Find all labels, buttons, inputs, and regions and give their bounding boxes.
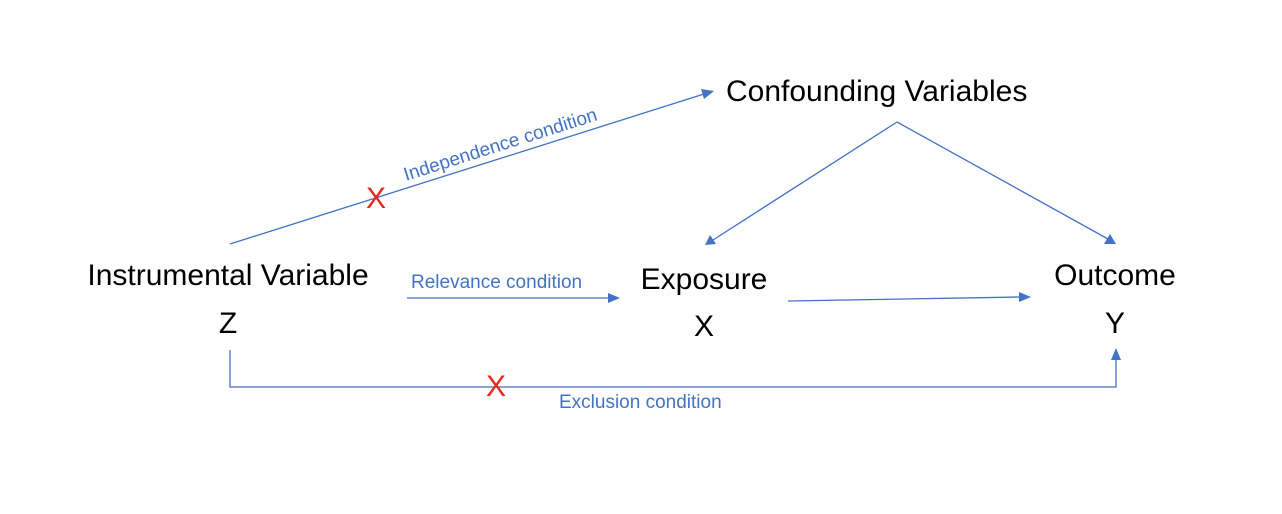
exposure-symbol: X bbox=[694, 310, 714, 343]
exclusion-violation-mark: X bbox=[486, 370, 506, 403]
independence-condition-label: Independence condition bbox=[401, 105, 600, 186]
instrument-symbol: Z bbox=[219, 307, 237, 340]
outcome-label: Outcome bbox=[1054, 259, 1176, 292]
confounders-label: Confounding Variables bbox=[726, 75, 1027, 108]
exclusion-condition-label: Exclusion condition bbox=[559, 392, 722, 413]
edge-instrument-to-confounders bbox=[229, 89, 714, 245]
independence-violation-mark: X bbox=[366, 182, 386, 215]
instrument-label: Instrumental Variable bbox=[87, 259, 368, 292]
edge-exposure-to-outcome bbox=[787, 292, 1031, 302]
edge-instrument-to-exposure bbox=[407, 293, 620, 303]
edge-confounders-to-outcome bbox=[896, 121, 1116, 244]
edge-instrument-to-outcome bbox=[229, 348, 1121, 388]
exposure-label: Exposure bbox=[641, 263, 768, 296]
outcome-symbol: Y bbox=[1105, 307, 1125, 340]
edge-confounders-to-exposure bbox=[705, 121, 898, 245]
relevance-condition-label: Relevance condition bbox=[411, 272, 582, 293]
